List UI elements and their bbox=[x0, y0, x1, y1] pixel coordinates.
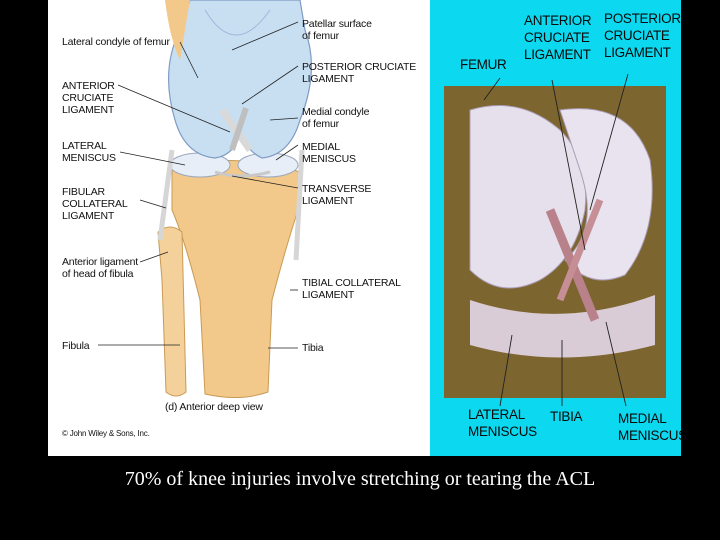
label-medial-meniscus-right: MEDIAL MENISCUS bbox=[618, 411, 687, 443]
label-acl-right: ANTERIOR CRUCIATE LIGAMENT bbox=[524, 13, 592, 62]
patellar-surface bbox=[204, 9, 271, 36]
label-pcl-left: POSTERIOR CRUCIATE LIGAMENT bbox=[302, 61, 417, 85]
label-tibia-right: TIBIA bbox=[550, 409, 583, 424]
pcl-shape bbox=[229, 107, 249, 151]
label-tibia: Tibia bbox=[302, 342, 324, 354]
tibia-bone bbox=[171, 160, 301, 399]
view-label: (d) Anterior deep view bbox=[165, 401, 263, 413]
label-lateral-meniscus: LATERAL MENISCUS bbox=[62, 140, 116, 164]
label-fibula: Fibula bbox=[62, 340, 90, 352]
copyright-text: © John Wiley & Sons, Inc. bbox=[62, 429, 150, 438]
label-lateral-meniscus-right: LATERAL MENISCUS bbox=[468, 407, 537, 439]
label-acl-left: ANTERIOR CRUCIATE LIGAMENT bbox=[62, 80, 115, 116]
label-fibular-collateral: FIBULAR COLLATERAL LIGAMENT bbox=[62, 186, 128, 222]
label-femur: FEMUR bbox=[460, 57, 507, 72]
label-lateral-condyle: Lateral condyle of femur bbox=[62, 36, 170, 48]
label-transverse-ligament: TRANSVERSE LIGAMENT bbox=[302, 183, 372, 207]
label-anterior-ligament-fibula: Anterior ligament of head of fibula bbox=[62, 256, 138, 280]
label-tibial-collateral: TIBIAL COLLATERAL LIGAMENT bbox=[302, 277, 401, 301]
label-patellar-surface: Patellar surface of femur bbox=[302, 18, 372, 42]
fibula-bone bbox=[157, 226, 187, 397]
caption: 70% of knee injuries involve stretching … bbox=[124, 468, 596, 490]
label-medial-meniscus: MEDIAL MENISCUS bbox=[302, 141, 356, 165]
label-pcl-right: POSTERIOR CRUCIATE LIGAMENT bbox=[604, 11, 681, 60]
label-medial-condyle: Medial condyle of femur bbox=[302, 106, 370, 130]
